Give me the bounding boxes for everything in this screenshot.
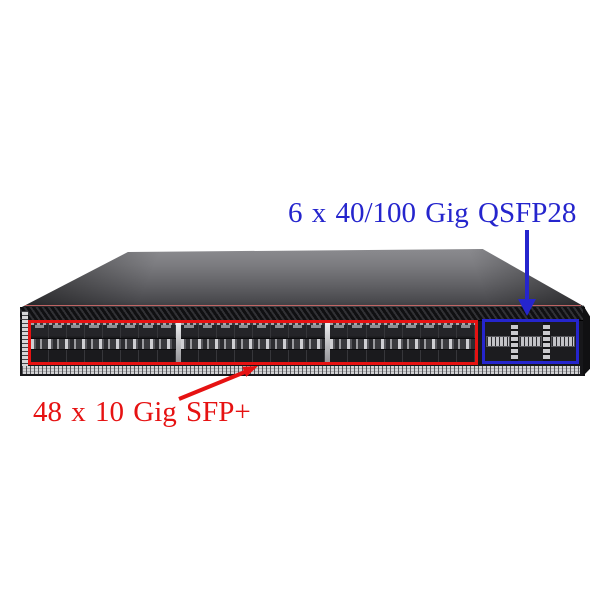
sfp-latch-band [31, 338, 176, 350]
qsfp-latch-bar [551, 336, 576, 347]
qsfp-port-column [550, 322, 577, 361]
qsfp-port-column [517, 322, 544, 361]
sfp-cage-tab [34, 325, 45, 328]
qsfp-led-strip [510, 323, 518, 360]
sfp-cage-tab [334, 325, 344, 328]
sfp-cage-tab [388, 325, 398, 328]
sfp-arrow [178, 370, 246, 401]
qsfp-label: 6 x 40/100 Gig QSFP28 [288, 197, 577, 229]
sfp-cage-tab [406, 325, 416, 328]
sfp-cage-tab [88, 325, 99, 328]
front-panel-bottom-vent [22, 366, 580, 374]
sfp-cage-tab [125, 325, 135, 328]
sfp-cage-tab [256, 325, 267, 328]
front-panel-left-vent [22, 311, 28, 369]
sfp-group-divider [325, 323, 331, 362]
sfp-port-group [31, 323, 176, 362]
sfp-port-region [28, 320, 478, 365]
sfp-cage-tab [161, 325, 171, 328]
sfp-latch-band [330, 338, 476, 350]
sfp-group-divider [175, 323, 181, 362]
sfp-latch-band [180, 338, 326, 350]
sfp-cage-tab [424, 325, 435, 328]
chassis-right-edge [583, 305, 590, 376]
sfp-cage-tab [220, 325, 231, 328]
sfp-cage-tab [442, 325, 453, 328]
qsfp-port-column [485, 322, 511, 361]
top-accent-line [24, 305, 581, 306]
sfp-cage-tab [370, 325, 380, 328]
sfp-cage-tab [238, 325, 249, 328]
sfp-cage-tab [292, 325, 303, 328]
sfp-cage-tab [310, 325, 321, 328]
switch-top-face [20, 249, 585, 308]
sfp-cage-tab [143, 325, 153, 328]
sfp-cage-tab [70, 325, 81, 328]
sfp-cage-tab [107, 325, 117, 328]
sfp-port-group [180, 323, 326, 362]
sfp-port-group [330, 323, 476, 362]
sfp-cage-tab [52, 325, 63, 328]
sfp-cage-tab [202, 325, 213, 328]
sfp-label: 48 x 10 Gig SFP+ [33, 396, 251, 428]
qsfp-latch-bar [518, 336, 543, 347]
sfp-cage-tab [274, 325, 285, 328]
sfp-cage-tab [184, 325, 194, 328]
qsfp-port-region [482, 319, 579, 364]
top-face-right-shading [20, 249, 585, 308]
sfp-cage-tab [352, 325, 362, 328]
qsfp-led-strip [543, 323, 551, 360]
sfp-cage-tab [460, 325, 471, 328]
switch-front-panel [20, 307, 585, 376]
qsfp-latch-bar [486, 336, 510, 347]
